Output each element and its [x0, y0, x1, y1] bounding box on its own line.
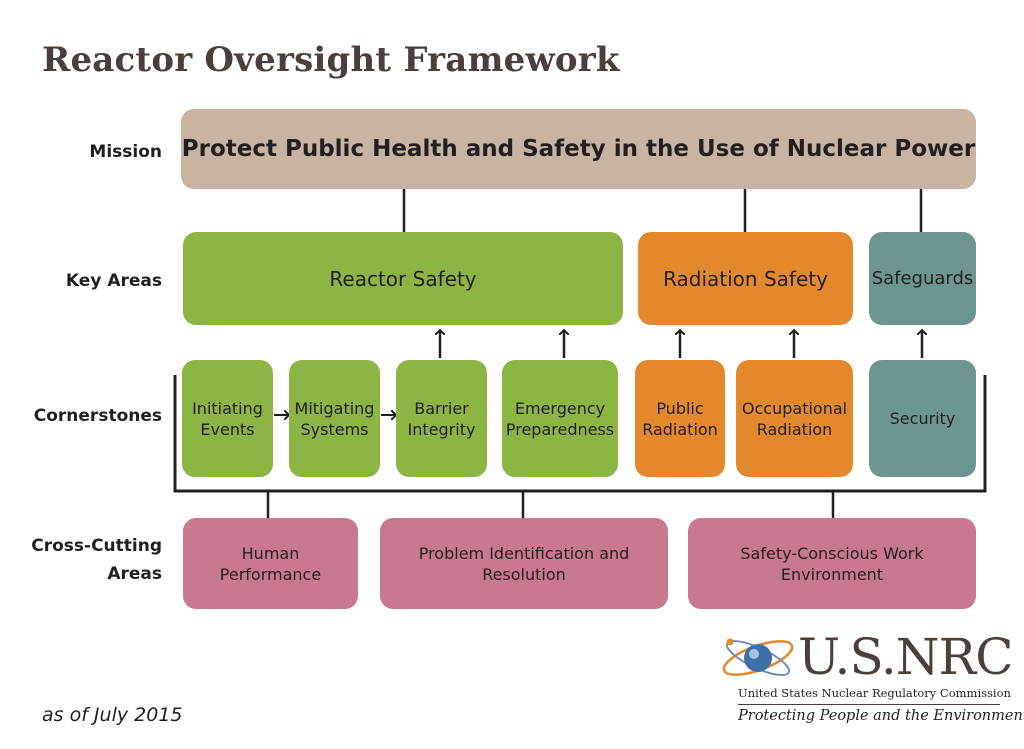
reactor-safety-label: Reactor Safety: [329, 266, 477, 291]
cornerstone-line1: Public: [656, 398, 704, 418]
cornerstone-security: Security: [869, 360, 976, 477]
row-label-key-areas: Key Areas: [65, 271, 162, 291]
row-label-areas: Areas: [107, 564, 162, 584]
nrc-logo-subtitle: United States Nuclear Regulatory Commiss…: [738, 686, 1011, 700]
cornerstone-line1: Mitigating: [294, 398, 375, 418]
mission-box: Protect Public Health and Safety in the …: [181, 109, 976, 189]
cross-cutting-line2: Environment: [780, 564, 884, 584]
cornerstone-line1: Initiating: [192, 398, 263, 418]
cornerstone-line1: Security: [889, 409, 956, 428]
key-area-reactor-safety: Reactor Safety: [183, 232, 623, 325]
cornerstones-bracket: [173, 375, 987, 493]
key-area-safeguards: Safeguards: [869, 232, 976, 325]
cross-cutting-line1: Human: [241, 543, 300, 563]
cross-cutting-line2: Performance: [219, 564, 322, 584]
cornerstone-line2: Systems: [300, 419, 369, 439]
mission-text: Protect Public Health and Safety in the …: [181, 136, 976, 162]
nrc-logo-divider: [738, 704, 1000, 705]
cross-cutting-line2: Resolution: [482, 564, 566, 584]
cornerstone-line2: Preparedness: [505, 419, 615, 439]
nrc-atom-logo-icon: [722, 638, 794, 676]
cornerstone-line2: Radiation: [642, 419, 718, 439]
cornerstone-line2: Integrity: [407, 419, 476, 439]
cornerstone-line1: Barrier: [414, 398, 469, 418]
safeguards-label: Safeguards: [871, 268, 974, 289]
as-of-date: as of July 2015: [42, 704, 183, 726]
cornerstone-line2: Events: [200, 419, 255, 439]
key-area-radiation-safety: Radiation Safety: [638, 232, 853, 325]
cross-cutting-line1: Problem Identification and: [418, 543, 630, 563]
cornerstone-line1: Emergency: [514, 398, 606, 418]
row-label-cornerstones: Cornerstones: [33, 406, 162, 426]
cross-cutting-line1: Safety-Conscious Work: [740, 543, 924, 563]
nrc-logo-tagline: Protecting People and the Environment: [738, 708, 1024, 724]
radiation-safety-label: Radiation Safety: [663, 266, 828, 291]
cornerstone-line2: Radiation: [756, 419, 833, 439]
row-label-cross-cutting: Cross-Cutting: [31, 536, 162, 556]
page-title: Reactor Oversight Framework: [42, 40, 620, 80]
nrc-logo-name: U.S.NRC: [798, 628, 1013, 686]
row-label-mission: Mission: [89, 142, 162, 162]
cornerstone-line1: Occupational: [741, 398, 848, 418]
